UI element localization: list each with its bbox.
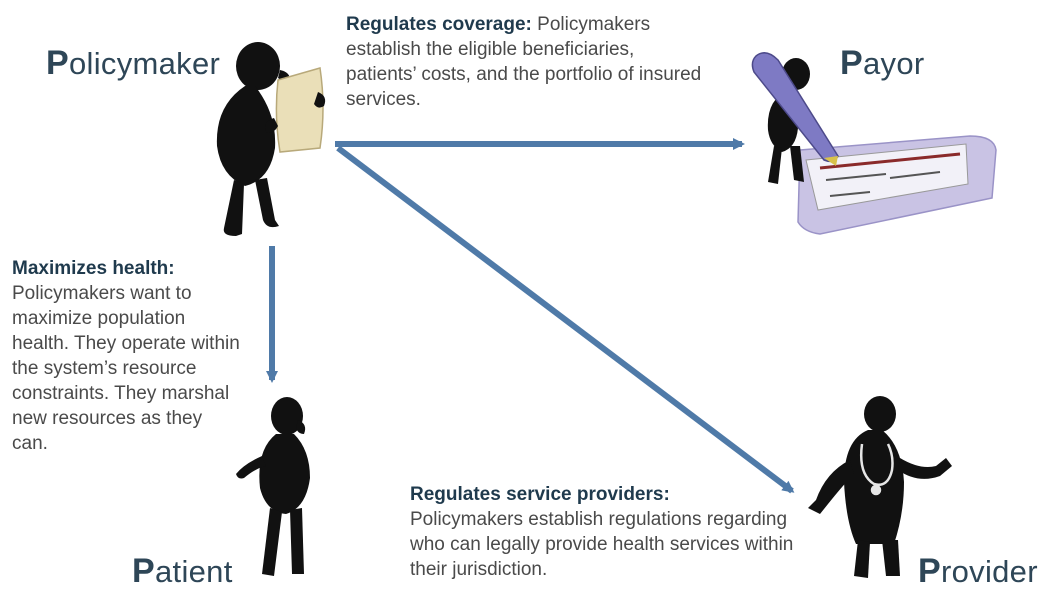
coverage-body: Policymakers establish the eligible bene… <box>346 14 702 110</box>
providers-body: Policymakers establish regulations regar… <box>410 509 794 580</box>
payor-label-initial: P <box>840 44 863 82</box>
arrow-to-provider <box>336 145 795 494</box>
patient-figure-icon <box>236 397 310 576</box>
providers-callout: Regulates service providers: Policymaker… <box>410 482 810 582</box>
policymaker-figure-icon <box>216 42 290 236</box>
policymaker-label: Policymaker <box>46 44 220 83</box>
provider-label-rest: rovider <box>940 554 1038 589</box>
health-callout: Maximizes health: Policymakers want to m… <box>12 256 240 456</box>
giant-pen-icon <box>751 52 839 166</box>
document-icon <box>265 67 326 153</box>
payor-label-rest: ayor <box>862 46 925 81</box>
provider-label: Provider <box>918 552 1038 591</box>
coverage-heading: Regulates coverage: <box>346 14 532 35</box>
policymaker-label-initial: P <box>46 44 69 82</box>
policymaker-label-rest: olicymaker <box>68 46 221 81</box>
payor-label: Payor <box>840 44 925 83</box>
providers-heading: Regulates service providers: <box>410 484 670 505</box>
health-heading: Maximizes health: <box>12 258 175 279</box>
payor-check-icon <box>797 135 997 235</box>
health-body: Policymakers want to maximize population… <box>12 283 240 454</box>
coverage-callout: Regulates coverage: Policymakers establi… <box>346 12 706 112</box>
patient-label-rest: atient <box>154 554 233 589</box>
patient-label-initial: P <box>132 552 155 590</box>
provider-label-initial: P <box>918 552 941 590</box>
stethoscope-icon <box>860 443 894 496</box>
patient-label: Patient <box>132 552 233 591</box>
